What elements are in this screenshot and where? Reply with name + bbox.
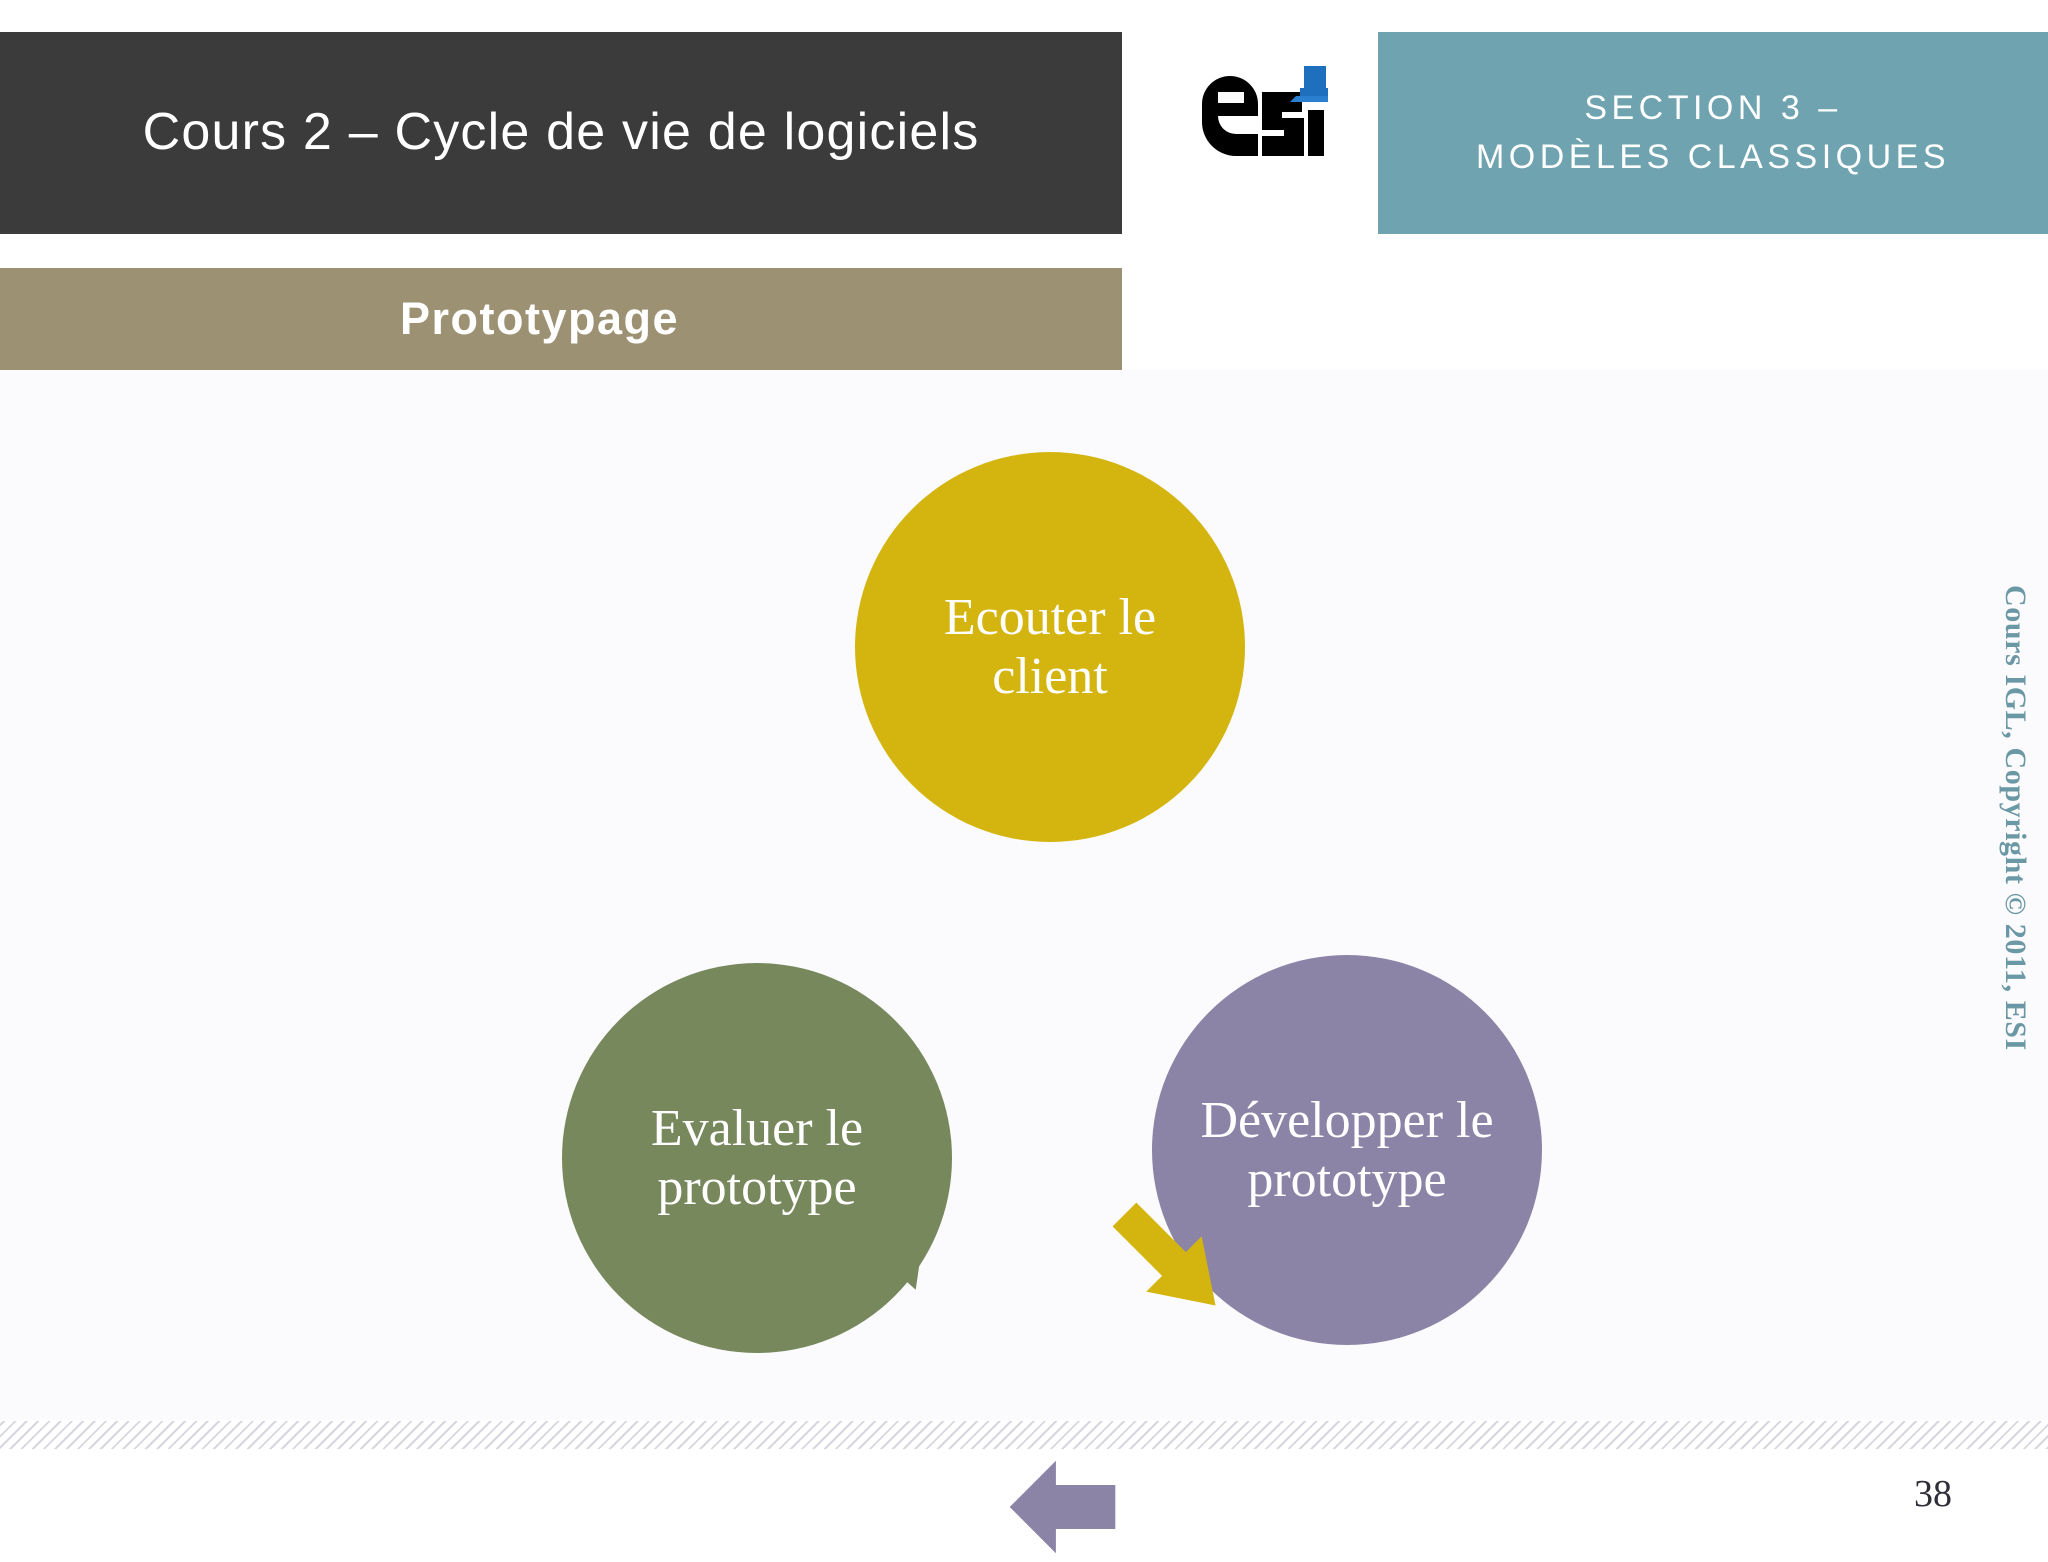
arrow-ecouter-to-developper-icon [1095,1190,1245,1330]
side-copyright: Cours IGL, Copyright © 2011, ESI [1996,585,2040,1051]
arrow-evaluer-to-ecouter-icon [813,1201,955,1336]
arrow-developper-to-evaluer-icon [1000,1452,1125,1562]
subtitle-bar: Prototypage [0,268,1122,370]
section-title-line-1: SECTION 3 – [1584,88,1842,127]
esi-logo [1196,52,1328,184]
node-developper-le-prototype[interactable]: Développer le prototype [1152,955,1542,1345]
section-bar: SECTION 3 – MODÈLES CLASSIQUES [1378,32,2048,234]
course-title-bar: Cours 2 – Cycle de vie de logiciels [0,32,1122,234]
subtitle-text: Prototypage [400,293,680,344]
footer-stripe-divider [0,1421,2048,1449]
prototyping-cycle-diagram: Ecouter le client Développer le prototyp… [0,370,2048,1554]
node-evaluer-le-prototype-label: Evaluer le prototype [650,1099,864,1216]
node-developper-le-prototype-label: Développer le prototype [1200,1091,1494,1208]
node-ecouter-le-client-label: Ecouter le client [943,588,1157,705]
node-ecouter-le-client[interactable]: Ecouter le client [855,452,1245,842]
section-title: SECTION 3 – MODÈLES CLASSIQUES [1476,84,1950,183]
section-title-line-2: MODÈLES CLASSIQUES [1475,138,1950,176]
page-number: 38 [1914,1473,1952,1515]
side-copyright-text: Cours IGL, Copyright © 2011, ESI [1999,585,2032,1051]
course-title-text: Cours 2 – Cycle de vie de logiciels [142,103,980,162]
